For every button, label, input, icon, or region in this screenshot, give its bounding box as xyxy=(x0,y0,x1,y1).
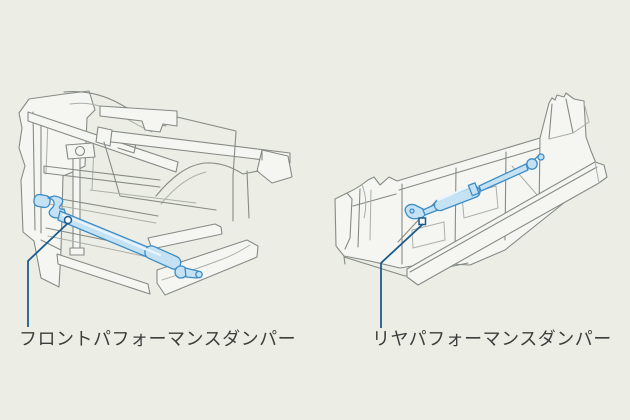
rear-structure-drawing xyxy=(334,92,608,286)
rear-leader-line xyxy=(380,223,424,328)
rear-damper-label: リヤパフォーマンスダンパー xyxy=(372,329,612,350)
front-damper-highlight xyxy=(33,193,203,279)
front-leader-line xyxy=(27,222,69,327)
front-leader-anchor xyxy=(63,215,73,225)
front-structure-drawing xyxy=(18,90,293,296)
front-damper-label: フロントパフォーマンスダンパー xyxy=(19,329,297,350)
rear-damper-highlight xyxy=(404,153,545,226)
